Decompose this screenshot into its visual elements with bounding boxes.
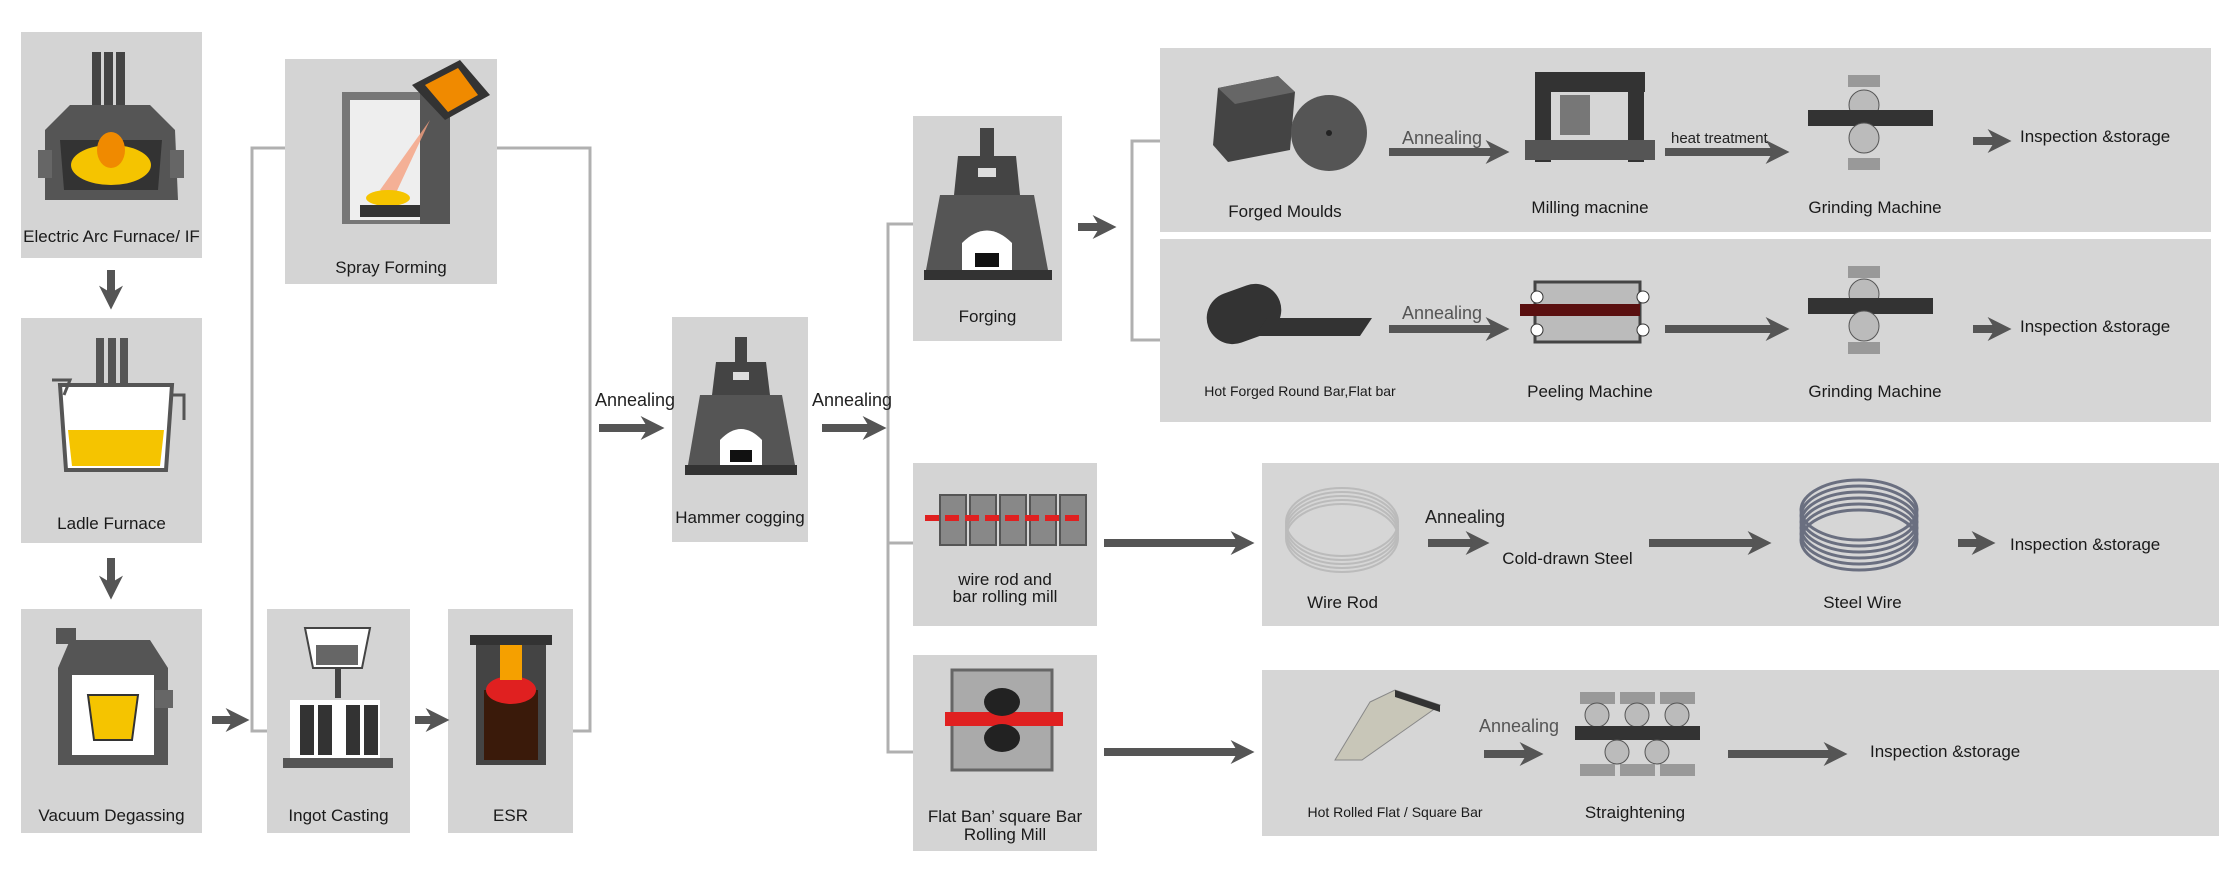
label-flat-mill-line2: Rolling Mill: [963, 825, 1047, 844]
r4-item2: Straightening: [1584, 803, 1686, 822]
r1-item1: Forged Moulds: [1228, 202, 1342, 221]
label-wire-mill-line1: wire rod and: [958, 570, 1052, 589]
r1-item2: Milling macnine: [1531, 198, 1649, 217]
grinding-machine-icon: [1808, 266, 1933, 354]
label-annealing-to-forging: Annealing: [812, 390, 893, 410]
r2-end: Inspection &storage: [2020, 317, 2171, 336]
r1-annealing: Annealing: [1402, 128, 1483, 148]
hammer-icon: [685, 337, 797, 475]
label-annealing-to-hammer: Annealing: [595, 390, 676, 410]
label-vd: Vacuum Degassing: [38, 806, 185, 825]
vacuum-degassing-icon: [56, 628, 173, 765]
grinding-machine-icon: [1808, 75, 1933, 170]
wire-rolling-mill-icon: [925, 494, 1087, 546]
label-ladle: Ladle Furnace: [57, 514, 166, 533]
label-wire-mill-line2: bar rolling mill: [952, 587, 1058, 606]
spray-forming-icon: [342, 60, 490, 224]
r3-end: Inspection &storage: [2010, 535, 2161, 554]
eaf-icon: [38, 52, 184, 200]
ladle-icon: [52, 338, 186, 472]
label-hammer: Hammer cogging: [675, 508, 805, 527]
straightening-machine-icon: [1575, 692, 1700, 776]
r3-item2: Cold-drawn Steel: [1502, 549, 1633, 568]
label-ingot: Ingot Casting: [288, 806, 389, 825]
r4-annealing: Annealing: [1479, 716, 1560, 736]
connector-forging-wire-flat: [886, 222, 913, 754]
r3-annealing: Annealing: [1425, 507, 1506, 527]
steel-wire-coil-icon: [1799, 478, 1919, 572]
r2-item2: Peeling Machine: [1527, 382, 1653, 401]
label-flat-mill-line1: Flat Ban’ square Bar: [927, 807, 1083, 826]
esr-icon: [470, 635, 552, 765]
ingot-casting-icon: [283, 627, 393, 768]
flat-rolling-mill-icon: [945, 668, 1063, 772]
flat-bar-icon: [1334, 689, 1442, 761]
r1-item3: Grinding Machine: [1808, 198, 1942, 217]
milling-machine-icon: [1525, 72, 1655, 162]
r3-item1: Wire Rod: [1307, 593, 1378, 612]
connector-spray-esr-right: [497, 146, 592, 733]
forging-icon: [924, 128, 1052, 280]
r4-end: Inspection &storage: [1870, 742, 2021, 761]
round-bar-icon: [1206, 283, 1372, 345]
label-esr: ESR: [493, 806, 528, 825]
r1-heat-treatment: heat treatment: [1671, 130, 1768, 147]
r2-item1: Hot Forged Round Bar,Flat bar: [1204, 383, 1396, 399]
r4-item1: Hot Rolled Flat / Square Bar: [1307, 804, 1483, 820]
label-eaf: Electric Arc Furnace/ IF: [23, 227, 200, 246]
r2-annealing: Annealing: [1402, 303, 1483, 323]
wire-rod-coil-icon: [1285, 487, 1399, 573]
r3-item3: Steel Wire: [1823, 593, 1902, 612]
connector-forging-rows: [1130, 139, 1160, 342]
peeling-machine-icon: [1520, 280, 1650, 344]
r1-end: Inspection &storage: [2020, 127, 2171, 146]
r2-item3: Grinding Machine: [1808, 382, 1942, 401]
forged-moulds-icon: [1213, 76, 1367, 171]
connector-spray-ingot-left: [250, 146, 285, 733]
label-forging: Forging: [958, 307, 1017, 326]
label-spray: Spray Forming: [335, 258, 447, 277]
